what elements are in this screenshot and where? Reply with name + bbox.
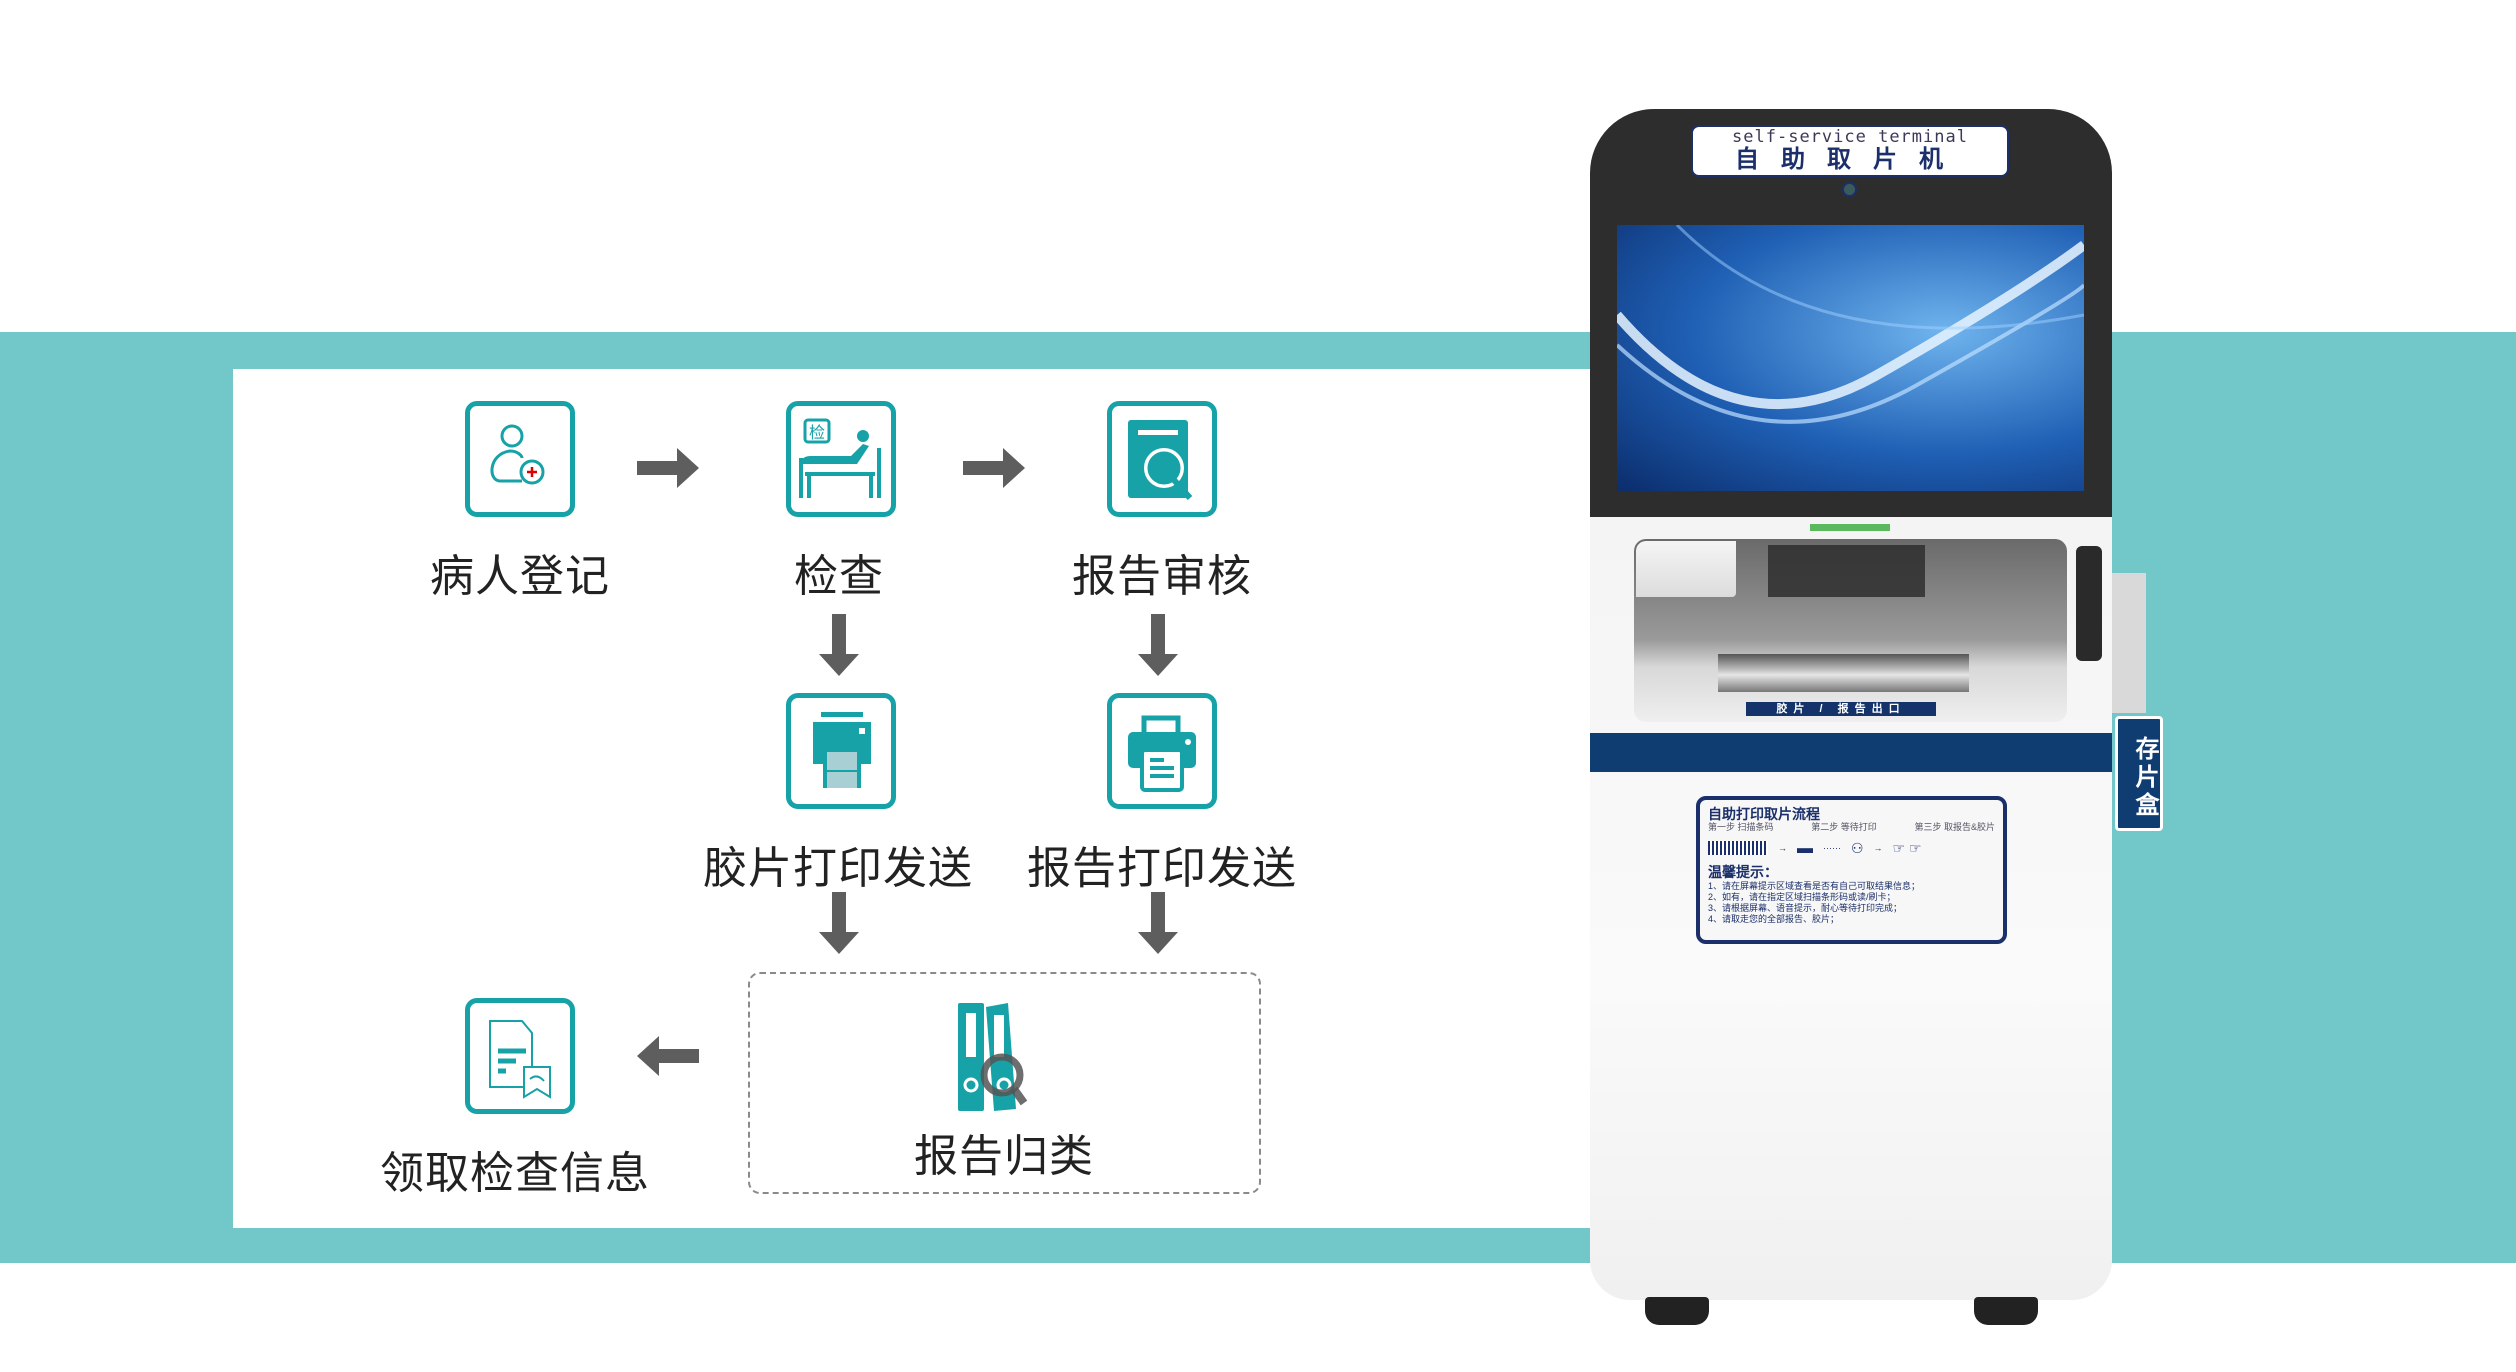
arrow-right-icon (963, 448, 1025, 488)
report-printer-icon (1107, 693, 1217, 809)
document-receive-icon (465, 998, 575, 1114)
take-report-icon: ☞ ☞ (1892, 839, 1922, 856)
camera-icon (1842, 182, 1857, 197)
patient-register-icon (465, 401, 575, 517)
step-label-report-classify: 报告归类 (914, 1132, 1094, 1181)
scanner-window (1768, 545, 1925, 597)
step-label-receive-info: 领取检查信息 (380, 1149, 650, 1198)
film-storage-box-label: 存片盒 (2115, 716, 2163, 831)
output-label: 胶片 / 报告出口 (1746, 702, 1936, 716)
flow-card (233, 369, 1613, 1228)
step-label-report-review: 报告审核 (1072, 552, 1252, 601)
output-tray[interactable] (1718, 654, 1969, 692)
binder-search-icon (956, 1001, 1056, 1115)
instruction-step: 第三步 取报告&胶片 (1914, 822, 1995, 832)
kiosk-title-zh: 自助取片机 (1735, 146, 1965, 173)
tip: 3、请根据屏幕、语音提示，耐心等待打印完成； (1708, 903, 1903, 913)
tip: 4、请取走您的全部报告、胶片； (1708, 914, 1840, 924)
status-light (1810, 524, 1890, 531)
instructions-title: 自助打印取片流程 (1708, 806, 1820, 822)
arrow-down-icon (819, 892, 859, 954)
wheel (1974, 1297, 2038, 1325)
arrow-left-icon (637, 1036, 699, 1076)
card-reader[interactable] (2076, 546, 2102, 661)
arrow-down-icon (819, 614, 859, 676)
step-label-exam: 检查 (794, 552, 884, 601)
kiosk-screen[interactable] (1617, 225, 2084, 491)
kiosk-side-panel (2112, 573, 2146, 713)
svg-text:检: 检 (809, 424, 825, 442)
instruction-step: 第一步 扫描条码 (1708, 822, 1774, 832)
instruction-step: 第二步 等待打印 (1811, 822, 1877, 832)
tip: 2、如有，请在指定区域扫描条形码或读/刷卡； (1708, 892, 1896, 902)
barcode-icon (1708, 841, 1768, 855)
step-label-film-print: 胶片打印发送 (703, 844, 973, 893)
film-printer-icon (786, 693, 896, 809)
arrow-down-icon (1138, 614, 1178, 676)
kiosk-navy-stripe (1590, 733, 2112, 772)
step-label-patient-register: 病人登记 (430, 552, 610, 601)
report-review-icon (1107, 401, 1217, 517)
kiosk-title-plate: self-service terminal 自助取片机 (1691, 125, 2009, 177)
slot-panel (1636, 541, 1736, 597)
exam-bed-icon: 检 (786, 401, 896, 517)
arrow-right-icon (637, 448, 699, 488)
kiosk-title-en: self-service terminal (1732, 127, 1968, 147)
arrow-down-icon (1138, 892, 1178, 954)
step-label-report-print: 报告打印发送 (1027, 844, 1297, 893)
tips-title: 温馨提示： (1708, 864, 1778, 880)
report-classify-dashed-box (748, 972, 1261, 1194)
people-icon: ⚇ (1850, 839, 1864, 856)
wheel (1645, 1297, 1709, 1325)
tip: 1、请在屏幕提示区域查看是否有自己可取结果信息； (1708, 881, 1921, 891)
printer-icon: ▬ (1797, 839, 1813, 857)
instructions-panel: 自助打印取片流程 第一步 扫描条码 第二步 等待打印 第三步 取报告&胶片 →▬… (1696, 796, 2007, 944)
